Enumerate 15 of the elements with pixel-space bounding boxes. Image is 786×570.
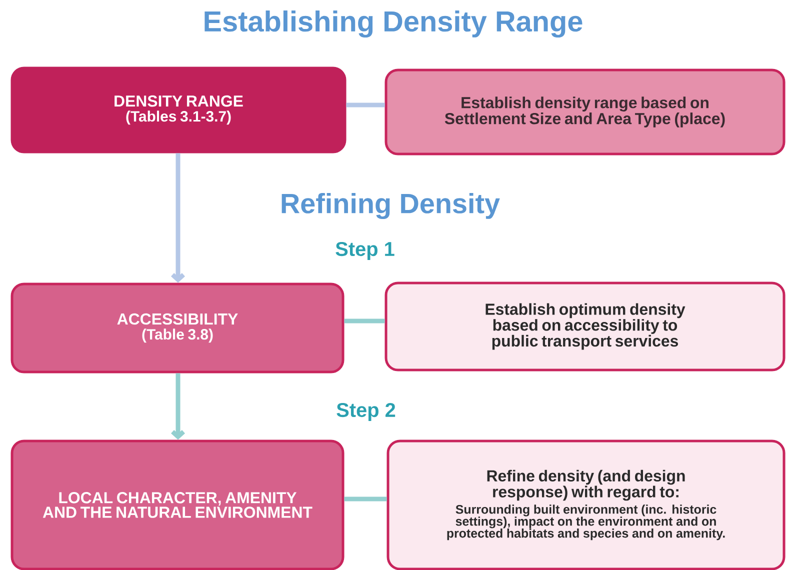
connector (344, 318, 385, 324)
step-label: Step 1 (336, 242, 394, 260)
title: Establishing Density Range (204, 10, 582, 38)
connector (171, 153, 186, 283)
process-box: DENSITY RANGE (Tables 3.1-3.7) (10, 66, 346, 154)
process-box: LOCAL CHARACTER, AMENITY AND THE NATURAL ENVIRONMENT (10, 440, 344, 570)
process-box: ACCESSIBILITY (Table 3.8) (10, 282, 344, 374)
connector (171, 373, 186, 440)
connector (346, 102, 385, 108)
connector (344, 496, 387, 502)
description-box: Refine density (and design response) with regard to: Surrounding built environment (inc. historic settings), impact on the environment and on protected habitats and species and on amenity. (386, 440, 786, 570)
description-box: Establish density range based on Settlement Size and Area Type (place) (384, 68, 786, 156)
section-heading: Refining Density (282, 192, 500, 220)
step-label: Step 2 (336, 402, 396, 422)
description-box: Establish optimum density based on accessibility to public transport services (384, 282, 786, 372)
